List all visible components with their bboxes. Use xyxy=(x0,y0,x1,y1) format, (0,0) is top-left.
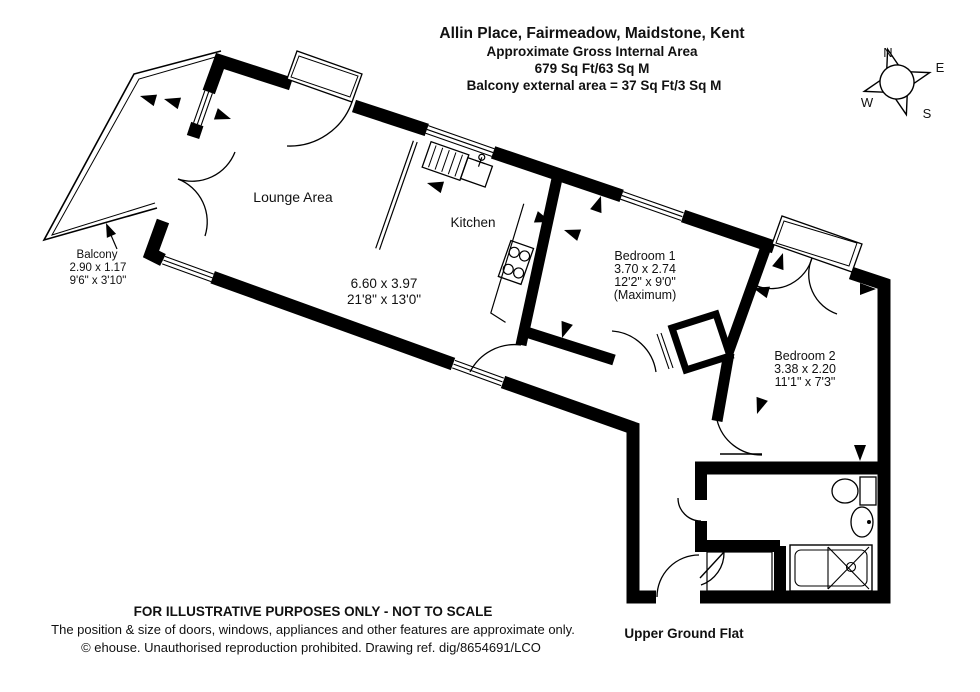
bedroom2-label: Bedroom 2 xyxy=(774,349,835,363)
cupboard-door-arc xyxy=(700,551,725,586)
footer: FOR ILLUSTRATIVE PURPOSES ONLY - NOT TO … xyxy=(51,604,744,655)
bath xyxy=(789,544,873,592)
compass-n: N xyxy=(883,45,892,60)
title-block: Allin Place, Fairmeadow, Maidstone, Kent… xyxy=(439,25,744,93)
balcony-door-arc-2 xyxy=(177,178,208,237)
bedroom1-door-jamb xyxy=(656,332,674,370)
lounge-hall-door-arc xyxy=(469,343,522,373)
window-lounge-bottom-left xyxy=(160,252,216,286)
entry-door-arc xyxy=(286,101,353,147)
page-title: Allin Place, Fairmeadow, Maidstone, Kent xyxy=(439,25,744,42)
kitchen-label: Kitchen xyxy=(450,215,495,230)
kitchen-fittings xyxy=(375,140,535,323)
window-bedroom1 xyxy=(619,187,685,225)
compass-s: S xyxy=(923,106,932,121)
title-subline-3: Balcony external area = 37 Sq Ft/3 Sq M xyxy=(467,78,722,93)
bedroom2-dim-imperial: 11'1" x 7'3" xyxy=(775,375,836,389)
window-kitchen xyxy=(424,121,496,161)
balcony-dim-imperial: 9'6" x 3'10" xyxy=(70,275,127,287)
footer-disclaimer-line: The position & size of doors, windows, a… xyxy=(51,622,575,637)
window-lounge-left xyxy=(189,89,217,127)
footer-copyright-line: © ehouse. Unauthorised reproduction proh… xyxy=(81,640,541,655)
room-labels: Lounge Area 6.60 x 3.97 21'8" x 13'0" Ki… xyxy=(70,189,836,389)
cupboard-door-leaf xyxy=(699,551,725,579)
balcony-door-arc-1 xyxy=(177,151,236,182)
bedroom1-note: (Maximum) xyxy=(614,288,677,302)
windows xyxy=(160,89,685,390)
compass-e: E xyxy=(936,60,945,75)
bathroom-door-arc xyxy=(677,497,702,522)
bedroom1-dim-imperial: 12'2" x 9'0" xyxy=(614,275,676,289)
bedroom2-french-arc-2 xyxy=(808,257,838,315)
window-hall-bottom xyxy=(450,356,506,390)
interior-walls xyxy=(515,172,884,597)
bedroom2-dim-metric: 3.38 x 2.20 xyxy=(774,362,836,376)
entry-door-frame xyxy=(286,50,363,103)
bedroom2-door-arc xyxy=(716,419,763,456)
lounge-label: Lounge Area xyxy=(253,189,333,205)
cupboard-outline xyxy=(706,551,773,592)
title-subline-2: 679 Sq Ft/63 Sq M xyxy=(535,61,650,76)
flat-entrance-door-arc xyxy=(656,554,700,598)
lounge-dim-metric: 6.60 x 3.97 xyxy=(351,276,418,291)
bathroom-fixtures xyxy=(706,476,877,592)
toilet xyxy=(831,476,877,506)
bedroom1-door-arc xyxy=(611,330,657,373)
balcony-dim-metric: 2.90 x 1.17 xyxy=(70,262,127,274)
kitchen-lounge-divider xyxy=(375,140,418,250)
balcony-railing xyxy=(42,50,222,242)
title-subline-1: Approximate Gross Internal Area xyxy=(486,44,698,59)
kitchen-counter-edge xyxy=(490,203,525,323)
compass-w: W xyxy=(861,95,874,110)
bedroom1-label: Bedroom 1 xyxy=(614,249,675,263)
flat-label: Upper Ground Flat xyxy=(624,626,744,641)
hob xyxy=(497,239,535,286)
service-shaft xyxy=(667,309,735,375)
bedroom1-dim-metric: 3.70 x 2.74 xyxy=(614,262,676,276)
footer-disclaimer-title: FOR ILLUSTRATIVE PURPOSES ONLY - NOT TO … xyxy=(134,604,493,619)
lounge-dim-imperial: 21'8" x 13'0" xyxy=(347,292,421,307)
basin xyxy=(850,506,874,538)
door-swings xyxy=(177,101,838,598)
compass-rose: N E W S xyxy=(861,45,945,121)
kitchen-sink xyxy=(421,140,494,188)
exterior-walls xyxy=(142,52,891,604)
bedroom2-french-door-frame xyxy=(771,215,863,273)
measurement-arrows xyxy=(106,94,876,461)
balcony-label: Balcony xyxy=(77,249,118,261)
balcony-pointer-arrow xyxy=(106,223,118,250)
door-frames xyxy=(286,50,863,273)
